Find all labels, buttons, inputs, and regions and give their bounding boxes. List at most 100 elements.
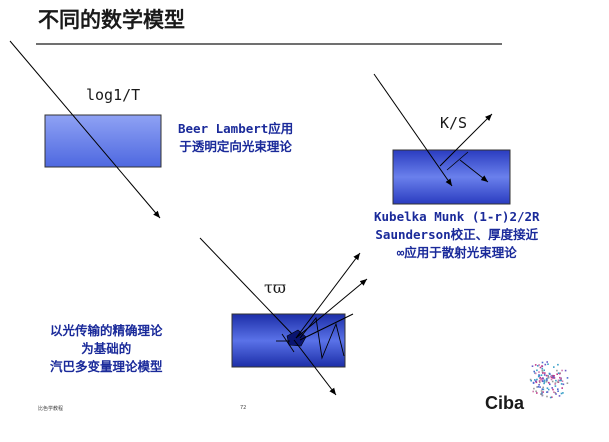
logo-dot (549, 373, 551, 375)
logo-dot (560, 383, 563, 385)
logo-dot (543, 382, 545, 385)
logo-dot (536, 369, 538, 372)
logo-dot (558, 372, 561, 375)
logo-dot (562, 383, 565, 386)
logo-dot (546, 395, 548, 398)
ciba-logo-icon (529, 361, 569, 399)
description-line: 于透明定向光束理论 (179, 139, 292, 154)
formula-ks: K/S (440, 114, 468, 132)
logo-dot (539, 366, 542, 369)
logo-dot (539, 376, 542, 379)
logo-dot (554, 383, 556, 385)
logo-dot (547, 363, 549, 365)
logo-dot (540, 374, 543, 376)
logo-dot (532, 382, 535, 384)
formula-log1t: log1/T (86, 86, 141, 104)
logo-dot (538, 371, 540, 373)
logo-dot (546, 391, 549, 393)
transparent-sample-box (44, 114, 162, 168)
kubelka-reflected-ray (439, 113, 493, 167)
logo-dot (554, 392, 557, 394)
logo-dot (539, 381, 541, 384)
description-line: Saunderson校正、厚度接近 (375, 227, 539, 242)
logo-dot (529, 378, 532, 381)
logo-dot (535, 390, 537, 393)
logo-dot (537, 365, 539, 367)
logo-dot (542, 380, 544, 382)
multivariable-transmitted-ray (293, 339, 337, 396)
ciba-logo-text: Ciba (485, 393, 525, 413)
logo-dot (556, 369, 558, 372)
logo-dot (532, 390, 534, 393)
description-line: 为基础的 (81, 341, 132, 356)
logo-dot (555, 393, 557, 395)
logo-dot (541, 394, 544, 397)
logo-dot (557, 372, 560, 374)
logo-dot (534, 364, 537, 366)
logo-dot (537, 386, 540, 388)
logo-dot (566, 382, 569, 384)
kubelka-scatter-ray (446, 151, 469, 171)
logo-dot (534, 372, 537, 375)
logo-dot (535, 380, 537, 382)
logo-dot (544, 363, 547, 366)
logo-dot (548, 381, 550, 384)
beer-lambert-description: Beer Lambert应用 于透明定向光束理论 (178, 120, 293, 156)
logo-dot (546, 361, 548, 363)
multivariable-description: 以光传输的精确理论 为基础的 汽巴多变量理论模型 (50, 322, 163, 376)
transmission-ray (9, 40, 161, 219)
logo-dot (552, 388, 554, 391)
logo-dot (559, 377, 562, 379)
page-number: 72 (240, 405, 247, 411)
kubelka-munk-description: Kubelka Munk (1-r)2/2R Saunderson校正、厚度接近… (374, 208, 540, 262)
logo-dot (553, 391, 555, 393)
logo-dot (558, 395, 561, 397)
logo-dot (555, 379, 557, 382)
logo-dot (530, 379, 532, 382)
logo-dot (541, 392, 543, 394)
logo-dot (560, 392, 563, 395)
logo-dot (557, 363, 559, 366)
logo-dot (534, 379, 536, 381)
logo-dot (547, 377, 550, 379)
logo-dot (557, 388, 559, 390)
logo-dot (547, 388, 550, 391)
logo-dot (553, 366, 555, 368)
logo-dot (543, 379, 546, 382)
logo-dot (550, 378, 553, 381)
logo-dot (554, 385, 557, 387)
kubelka-incident-ray (373, 73, 453, 187)
kubelka-scatter-ray (459, 159, 489, 183)
logo-dot (549, 396, 552, 399)
scattering-sample-box (392, 149, 511, 205)
logo-dot (544, 372, 546, 374)
logo-dot (551, 387, 553, 389)
logo-dot (553, 375, 555, 377)
logo-dot (533, 370, 535, 373)
multivariable-internal-scatter (281, 333, 295, 353)
logo-dot (533, 387, 535, 390)
logo-dot (539, 386, 541, 388)
logo-dot (538, 364, 540, 366)
page-title: 不同的数学模型 (38, 8, 185, 32)
description-line: 汽巴多变量理论模型 (50, 359, 163, 374)
logo-dot (549, 383, 551, 386)
logo-dot (537, 375, 540, 378)
description-line: Beer Lambert应用 (178, 121, 294, 136)
logo-dot (540, 390, 543, 392)
description-line: Kubelka Munk (1-r)2/2R (374, 209, 540, 224)
multivariable-internal-scatter (299, 316, 345, 360)
logo-dot (545, 378, 548, 380)
logo-dot (542, 377, 544, 380)
multivariable-incident-ray (199, 237, 295, 337)
logo-dot (542, 391, 544, 393)
logo-dot (543, 369, 545, 372)
logo-dot (552, 374, 554, 377)
description-line: ∞应用于散射光束理论 (396, 245, 517, 260)
logo-dot (566, 377, 569, 379)
logo-dot (541, 369, 544, 372)
logo-dot (557, 379, 560, 382)
logo-dot (536, 392, 538, 394)
